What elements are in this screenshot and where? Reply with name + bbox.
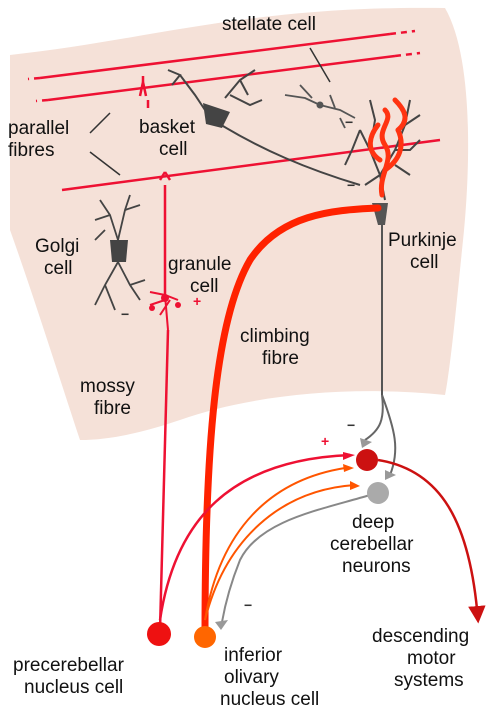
sign-minus-stellate: − [345, 115, 353, 129]
label-descending-2: motor [407, 648, 456, 670]
label-deep-neurons-2: cerebellar [330, 534, 413, 556]
label-precerebellar-1: precerebellar [13, 655, 124, 677]
deep-neuron-inhibitory [367, 482, 389, 504]
precerebellar-nucleus-cell [147, 622, 171, 646]
label-mossy-fibre-1: mossy [80, 376, 135, 398]
label-purkinje-cell-2: cell [410, 252, 439, 274]
sign-minus-golgi: − [121, 307, 129, 321]
golgi-cell-body [110, 240, 128, 262]
label-olivary-2: olivary [224, 667, 279, 689]
label-descending-3: systems [394, 670, 464, 692]
label-olivary-1: inferior [224, 645, 282, 667]
inferior-olivary-nucleus-cell [194, 626, 216, 648]
label-deep-neurons-1: deep [352, 512, 394, 534]
label-climbing-fibre-2: fibre [262, 348, 299, 370]
label-golgi-cell-2: cell [44, 258, 73, 280]
sign-minus-purkinje-output: − [347, 418, 355, 432]
label-stellate-cell: stellate cell [222, 14, 316, 36]
deep-neuron-excitatory [356, 449, 378, 471]
label-granule-cell-1: granule [168, 254, 231, 276]
label-precerebellar-2: nucleus cell [24, 677, 123, 699]
sign-plus-deep: + [321, 434, 329, 448]
label-climbing-fibre-1: climbing [240, 326, 310, 348]
label-descending-1: descending [372, 626, 469, 648]
label-basket-cell-1: basket [139, 117, 195, 139]
label-deep-neurons-3: neurons [342, 556, 411, 578]
label-purkinje-cell-1: Purkinje [388, 230, 457, 252]
sign-plus-granule: + [193, 294, 201, 308]
precerebellar-collateral [160, 455, 350, 620]
label-mossy-fibre-2: fibre [94, 398, 131, 420]
label-parallel-fibres-1: parallel [8, 118, 69, 140]
label-basket-cell-2: cell [159, 139, 188, 161]
label-olivary-3: nucleus cell [220, 689, 319, 711]
label-parallel-fibres-2: fibres [8, 140, 54, 162]
label-golgi-cell-1: Golgi [35, 236, 79, 258]
sign-minus-olive: − [244, 598, 252, 612]
sign-minus-basket: − [347, 178, 355, 192]
